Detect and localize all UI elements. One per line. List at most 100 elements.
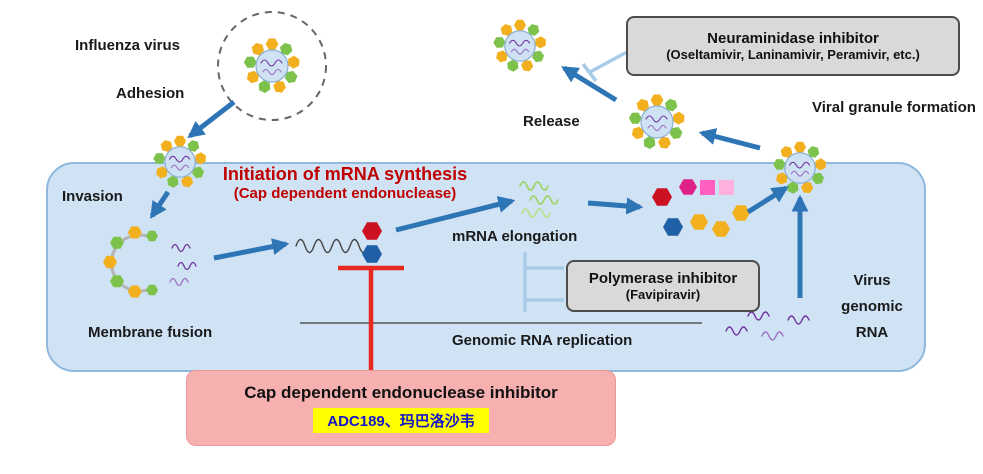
pink-square-protein-icon bbox=[719, 180, 734, 195]
rna-squiggle-icon bbox=[170, 164, 190, 171]
rna-squiggle-icon bbox=[747, 311, 770, 321]
cap-endonuclease-inhibitor-drugs: ADC189、玛巴洛沙韦 bbox=[313, 408, 489, 433]
hexagon-protein-icon bbox=[493, 37, 506, 48]
initiation-heading: Initiation of mRNA synthesis (Cap depend… bbox=[200, 164, 490, 202]
hexagon-protein-icon bbox=[181, 176, 194, 188]
hexagon-protein-icon bbox=[652, 188, 672, 206]
virus-genomic-rna-line3: RNA bbox=[855, 324, 889, 341]
flow-arrow bbox=[746, 185, 789, 215]
mrna-elongation-label: mRNA elongation bbox=[452, 228, 578, 245]
rna-squiggle-icon bbox=[789, 161, 811, 169]
hexagon-protein-icon bbox=[521, 60, 534, 72]
hexagon-protein-icon bbox=[773, 159, 786, 170]
neuraminidase-inhibitor-drugs: (Oseltamivir, Laninamivir, Peramivir, et… bbox=[666, 47, 920, 62]
rna-squiggle-icon bbox=[169, 277, 189, 287]
rna-squiggle-icon bbox=[262, 68, 282, 76]
rna-squiggle-icon bbox=[645, 115, 668, 123]
rna-squiggle-icon bbox=[509, 39, 531, 47]
rna-squiggle-icon bbox=[171, 243, 191, 253]
inhibition-t-bar bbox=[581, 62, 598, 83]
flow-arrow bbox=[561, 65, 618, 103]
virus-particle-icon bbox=[493, 19, 546, 72]
hexagon-protein-icon bbox=[258, 80, 271, 93]
hexagon-protein-icon bbox=[496, 50, 508, 63]
hexagon-protein-icon bbox=[807, 146, 820, 158]
neuraminidase-inhibitor-box: Neuraminidase inhibitor (Oseltamivir, La… bbox=[626, 16, 960, 76]
flow-arrow bbox=[587, 197, 644, 215]
rna-squiggle-icon bbox=[647, 124, 667, 132]
rna-squiggle-icon bbox=[295, 238, 369, 254]
hexagon-protein-icon bbox=[362, 222, 382, 240]
flow-arrow bbox=[698, 128, 761, 151]
hexagon-protein-icon bbox=[156, 166, 168, 179]
release-label: Release bbox=[523, 113, 580, 130]
flow-arrow bbox=[213, 238, 290, 261]
hexagon-protein-icon bbox=[273, 80, 286, 93]
hexagon-protein-icon bbox=[192, 166, 205, 179]
hexagon-protein-icon bbox=[815, 158, 826, 171]
hexagon-protein-icon bbox=[280, 42, 293, 56]
neuraminidase-inhibitor-title: Neuraminidase inhibitor bbox=[707, 30, 879, 47]
virus-particle-icon bbox=[628, 94, 685, 149]
hexagon-protein-icon bbox=[628, 112, 642, 124]
virus-genomic-rna-label: Virus genomic RNA bbox=[826, 268, 918, 346]
hexagon-protein-icon bbox=[103, 255, 117, 269]
hexagon-protein-icon bbox=[776, 172, 788, 185]
rna-squiggle-icon bbox=[787, 315, 810, 325]
hexagon-protein-icon bbox=[251, 42, 264, 56]
hexagon-protein-icon bbox=[672, 111, 685, 125]
flow-arrow bbox=[149, 190, 171, 219]
hexagon-protein-icon bbox=[167, 175, 179, 188]
polymerase-inhibitor-box: Polymerase inhibitor (Favipiravir) bbox=[566, 260, 760, 312]
membrane-fusion-label: Membrane fusion bbox=[88, 324, 213, 341]
hexagon-protein-icon bbox=[246, 70, 259, 84]
hexagon-protein-icon bbox=[243, 56, 257, 68]
hexagon-protein-icon bbox=[127, 285, 142, 298]
rna-squiggle-icon bbox=[260, 59, 283, 67]
influenza-virus-label: Influenza virus bbox=[75, 37, 181, 54]
hexagon-protein-icon bbox=[127, 226, 142, 239]
hexagon-protein-icon bbox=[110, 275, 124, 288]
membrane-fusion-shape bbox=[103, 226, 158, 298]
flow-arrow bbox=[395, 196, 516, 233]
virus-particle-icon bbox=[243, 38, 300, 93]
hexagon-protein-icon bbox=[110, 236, 124, 249]
hexagon-protein-icon bbox=[669, 127, 683, 139]
hexagon-protein-icon bbox=[146, 230, 158, 242]
virus-genomic-rna-line2: genomic bbox=[841, 298, 903, 315]
polymerase-inhibitor-title: Polymerase inhibitor bbox=[588, 270, 738, 287]
hexagon-protein-icon bbox=[527, 24, 540, 36]
hexagon-protein-icon bbox=[265, 38, 279, 50]
hexagon-protein-icon bbox=[732, 205, 750, 221]
hexagon-protein-icon bbox=[679, 179, 697, 195]
flow-arrow bbox=[187, 100, 236, 139]
initiation-heading-line1: Initiation of mRNA synthesis bbox=[222, 164, 468, 184]
invasion-label: Invasion bbox=[62, 188, 123, 205]
hexagon-protein-icon bbox=[362, 245, 382, 263]
hexagon-protein-icon bbox=[532, 50, 545, 63]
hexagon-protein-icon bbox=[146, 284, 158, 296]
hexagon-protein-icon bbox=[780, 146, 793, 158]
hexagon-protein-icon bbox=[173, 135, 187, 147]
hexagon-protein-icon bbox=[636, 98, 649, 112]
hexagon-protein-icon bbox=[153, 153, 166, 164]
hexagon-protein-icon bbox=[507, 59, 519, 72]
hexagon-protein-icon bbox=[690, 214, 708, 230]
hexagon-protein-icon bbox=[287, 55, 300, 69]
pink-square-protein-icon bbox=[700, 180, 715, 195]
hexagon-protein-icon bbox=[500, 24, 513, 36]
virus-genomic-rna-line1: Virus bbox=[853, 272, 891, 289]
rna-squiggle-icon bbox=[725, 326, 748, 336]
polymerase-inhibitor-drug: (Favipiravir) bbox=[625, 287, 701, 302]
hexagon-protein-icon bbox=[643, 136, 656, 149]
hexagon-protein-icon bbox=[284, 71, 298, 83]
rna-squiggle-icon bbox=[761, 331, 784, 341]
hexagon-protein-icon bbox=[793, 141, 807, 153]
hexagon-protein-icon bbox=[801, 182, 814, 194]
rna-squiggle-icon bbox=[521, 208, 551, 218]
hexagon-protein-icon bbox=[513, 19, 527, 31]
cap-endonuclease-inhibitor-title: Cap dependent endonuclease inhibitor bbox=[244, 383, 558, 402]
hexagon-protein-icon bbox=[631, 126, 644, 140]
